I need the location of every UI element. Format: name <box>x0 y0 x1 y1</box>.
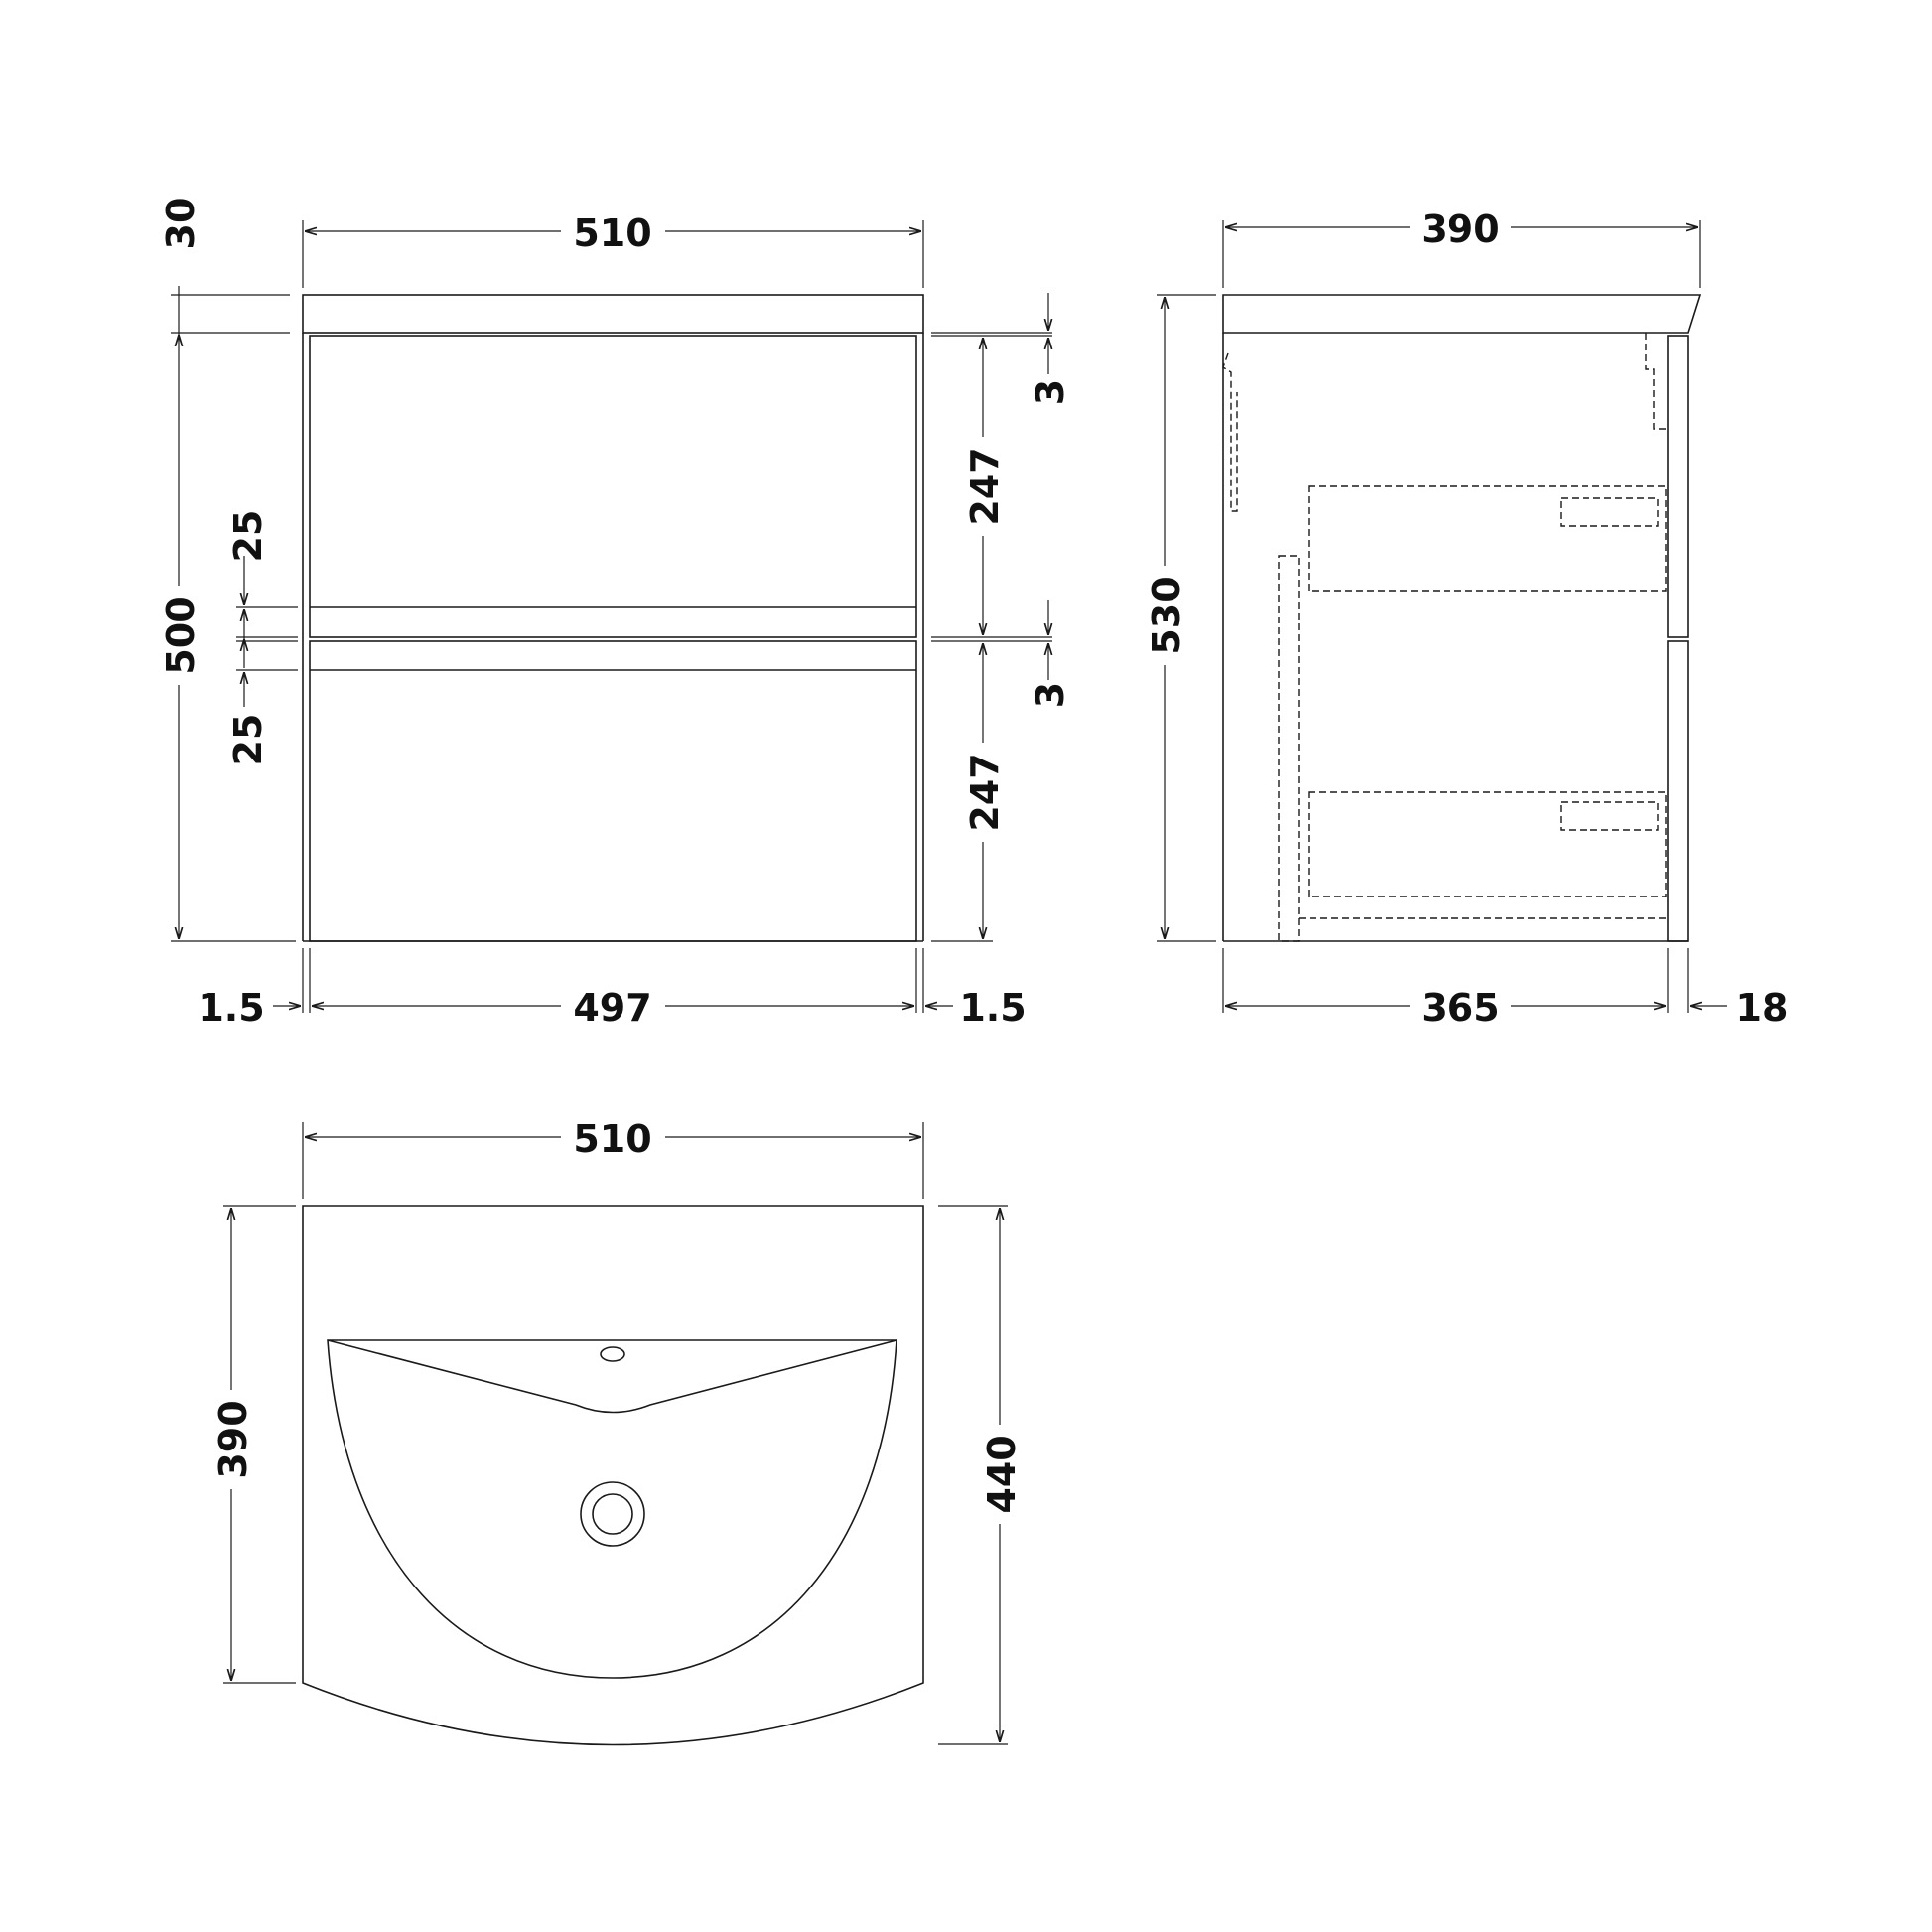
plan-side-depth-label: 390 <box>211 1400 255 1478</box>
dim-handle-recesses: 25 25 <box>226 510 298 766</box>
bowl-outline <box>327 1339 897 1679</box>
dim-body-height: 500 <box>159 335 296 942</box>
handle-lower-label: 25 <box>226 714 270 766</box>
basin-outline <box>302 1205 924 1746</box>
wall-bracket <box>1222 352 1238 512</box>
top-drawer-front <box>309 335 917 638</box>
handle-upper-label: 25 <box>226 510 270 563</box>
dim-front-width: 510 <box>302 211 924 288</box>
bottom-drawer-front <box>309 640 917 942</box>
dim-drawer-heights: 247 247 <box>931 332 1052 942</box>
gap-top-label: 3 <box>1029 379 1072 405</box>
front-elevation: 510 30 500 25 25 <box>159 198 1072 1030</box>
back-panel <box>1278 555 1300 942</box>
side-left-label: 1.5 <box>198 986 264 1030</box>
top-drawer-box <box>1308 485 1667 592</box>
drawer-width-label: 497 <box>573 986 651 1030</box>
gap-middle-label: 3 <box>1029 682 1072 708</box>
top-thickness-label: 30 <box>159 198 203 250</box>
dim-bottom-widths: 1.5 497 1.5 <box>198 948 1027 1030</box>
basin-top <box>302 294 924 334</box>
dim-top-thickness: 30 <box>159 198 290 342</box>
dim-plan-width: 510 <box>302 1117 924 1199</box>
tap-hole <box>600 1346 625 1362</box>
bottom-drawer-height-label: 247 <box>963 753 1007 831</box>
side-right-label: 1.5 <box>959 986 1026 1030</box>
side-depth-label: 390 <box>1421 207 1499 251</box>
dim-drawer-gaps: 3 3 <box>1029 293 1072 708</box>
bottom-drawer-box <box>1308 791 1667 897</box>
dim-side-height: 530 <box>1145 294 1216 942</box>
side-top-drawer-front <box>1667 335 1689 638</box>
dim-plan-center-depth: 440 <box>938 1205 1024 1745</box>
waste-inner <box>592 1493 633 1535</box>
hinge-block <box>1645 333 1668 430</box>
plan-width-label: 510 <box>573 1117 651 1161</box>
body-height-label: 500 <box>159 596 203 674</box>
plan-view: 510 390 440 <box>211 1117 1024 1746</box>
side-height-label: 530 <box>1145 576 1188 654</box>
waste-outer <box>580 1481 645 1547</box>
top-drawer-height-label: 247 <box>963 447 1007 525</box>
side-bottom-drawer-front <box>1667 640 1689 942</box>
dim-side-depth: 390 <box>1222 207 1701 288</box>
side-basin-top <box>1222 294 1702 334</box>
plan-center-depth-label: 440 <box>980 1435 1024 1513</box>
dim-side-bottom: 365 18 <box>1222 948 1789 1030</box>
front-thickness-label: 18 <box>1736 986 1789 1030</box>
bowl-back-edge <box>327 1339 897 1414</box>
bottom-drawer-runner <box>1560 801 1659 831</box>
dim-plan-side-depth: 390 <box>211 1205 296 1684</box>
front-width-label: 510 <box>573 211 651 255</box>
top-drawer-runner <box>1560 497 1659 527</box>
carcass-depth-label: 365 <box>1421 986 1499 1030</box>
side-elevation: 390 530 365 18 <box>1145 207 1788 1030</box>
